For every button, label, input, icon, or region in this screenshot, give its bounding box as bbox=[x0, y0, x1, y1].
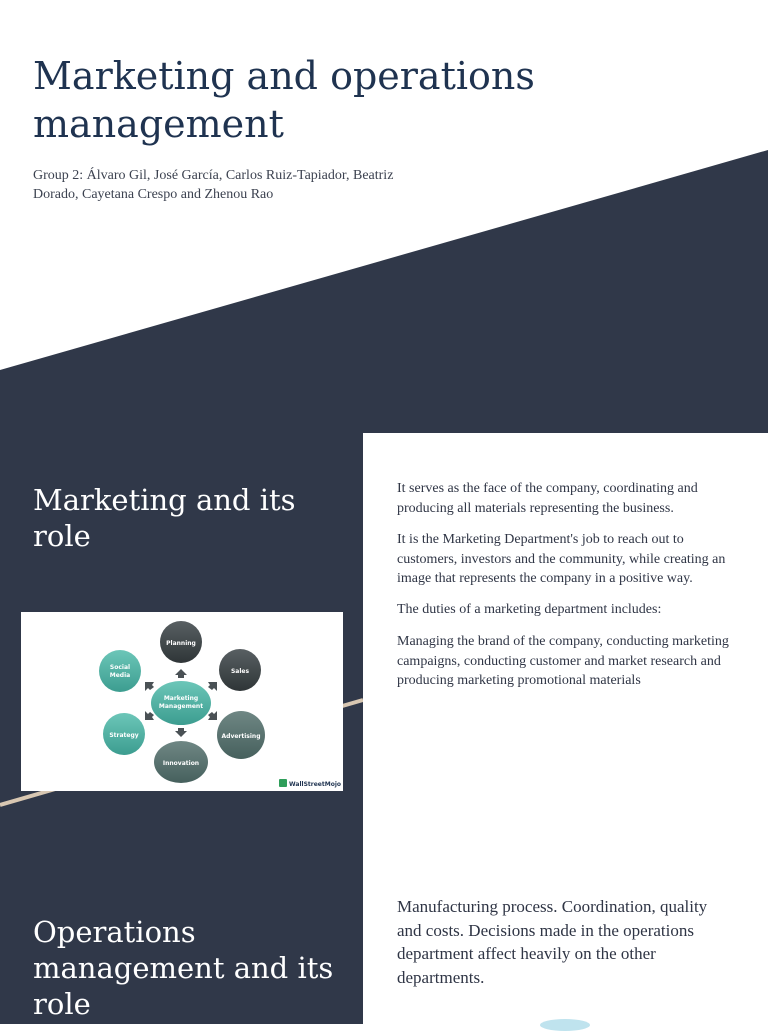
marketing-paragraph-2: It is the Marketing Department's job to … bbox=[397, 532, 726, 586]
node-marketing-management bbox=[151, 681, 211, 725]
decorative-circle-partial bbox=[540, 1019, 590, 1031]
node-label-marketing: Marketing bbox=[164, 695, 198, 702]
content-panel bbox=[363, 433, 768, 1033]
node-label-strategy: Strategy bbox=[109, 732, 138, 739]
marketing-paragraph-3: The duties of a marketing department inc… bbox=[397, 602, 662, 617]
node-label-planning: Planning bbox=[166, 640, 196, 647]
arrow-up bbox=[175, 669, 187, 678]
node-label-advertising: Advertising bbox=[222, 733, 261, 740]
logo-mark bbox=[279, 779, 287, 787]
node-innovation bbox=[154, 741, 208, 783]
arrow-upper-right bbox=[208, 682, 217, 691]
node-social-media bbox=[99, 650, 141, 692]
arrow-down bbox=[175, 728, 187, 737]
marketing-heading: Marketing and its role bbox=[33, 483, 296, 553]
document-title: Marketing and operations management bbox=[33, 54, 535, 146]
marketing-paragraph-1: It serves as the face of the company, co… bbox=[397, 481, 698, 516]
node-sales bbox=[219, 649, 261, 691]
wallstreetmojo-logo: WallStreetMojo bbox=[279, 779, 341, 788]
arrow-upper-left bbox=[145, 682, 154, 691]
connector-arrows bbox=[145, 669, 217, 737]
node-planning bbox=[160, 621, 202, 663]
logo-text: WallStreetMojo bbox=[289, 781, 341, 788]
marketing-paragraph-4: Managing the brand of the company, condu… bbox=[397, 634, 729, 688]
node-label-media: Media bbox=[110, 672, 130, 679]
node-advertising bbox=[217, 711, 265, 759]
arrow-lower-left bbox=[145, 711, 154, 720]
arrow-lower-right bbox=[208, 711, 217, 720]
node-label-social: Social bbox=[110, 664, 130, 671]
operations-heading: Operations management and its role bbox=[33, 915, 334, 1021]
operations-paragraph: Manufacturing process. Coordination, qua… bbox=[397, 897, 708, 987]
node-label-innovation: Innovation bbox=[163, 760, 199, 767]
node-strategy bbox=[103, 713, 145, 755]
node-label-sales: Sales bbox=[231, 668, 249, 675]
diagram-graphic: Marketing Management Planning Sales Soci… bbox=[99, 621, 341, 788]
node-label-management: Management bbox=[159, 703, 203, 710]
marketing-management-diagram: Marketing Management Planning Sales Soci… bbox=[21, 612, 343, 791]
authors-line: Group 2: Álvaro Gil, José García, Carlos… bbox=[33, 168, 394, 202]
